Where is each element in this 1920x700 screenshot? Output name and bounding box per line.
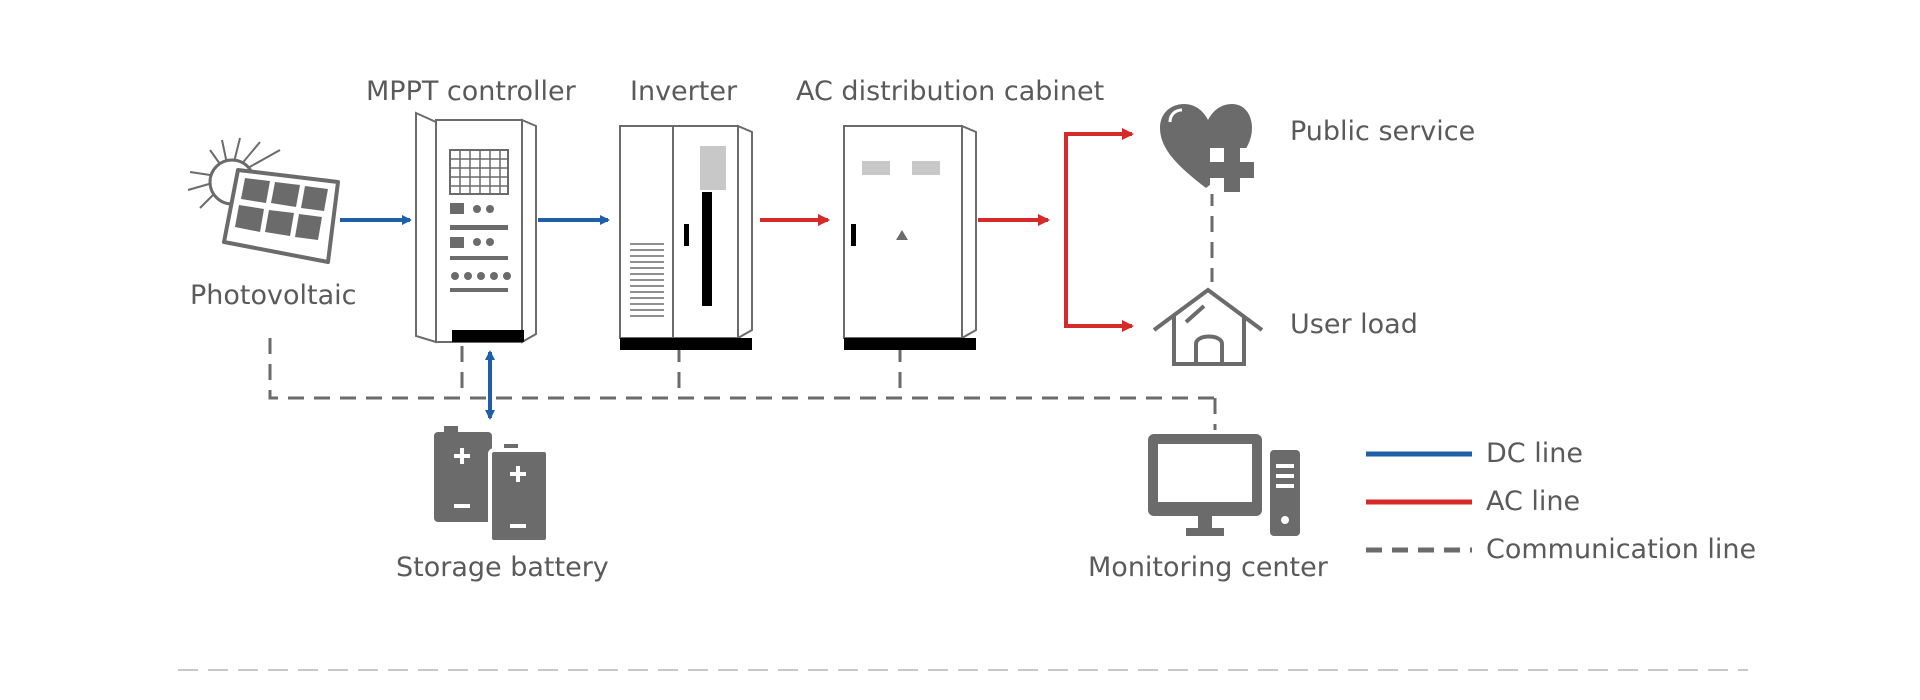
legend-swatches: [1366, 451, 1472, 553]
legend-dc-label: DC line: [1486, 438, 1583, 469]
ac-lines: [760, 128, 1134, 332]
legend-ac-label: AC line: [1486, 486, 1581, 517]
mppt-cabinet-icon: [415, 111, 537, 344]
battery-label: Storage battery: [396, 552, 609, 583]
dc-lines: [340, 215, 610, 420]
public-service-label: Public service: [1290, 116, 1476, 147]
communication-lines: [268, 190, 1217, 430]
ac-cabinet-label: AC distribution cabinet: [796, 76, 1105, 107]
solar-panel-icon: [187, 137, 340, 264]
user-load-label: User load: [1290, 309, 1418, 340]
inverter-label: Inverter: [630, 76, 738, 107]
inverter-cabinet-icon: [619, 124, 753, 350]
legend-comm-label: Communication line: [1486, 534, 1757, 565]
mppt-label: MPPT controller: [366, 76, 576, 107]
battery-icon: [434, 426, 550, 544]
ac-cabinet-icon: [843, 124, 977, 350]
photovoltaic-label: Photovoltaic: [190, 280, 357, 311]
heart-plus-icon: [1160, 104, 1256, 194]
house-icon: [1152, 287, 1264, 366]
monitor-icon: [1148, 434, 1262, 536]
monitoring-label: Monitoring center: [1088, 552, 1328, 583]
pc-tower-icon: [1270, 450, 1300, 536]
